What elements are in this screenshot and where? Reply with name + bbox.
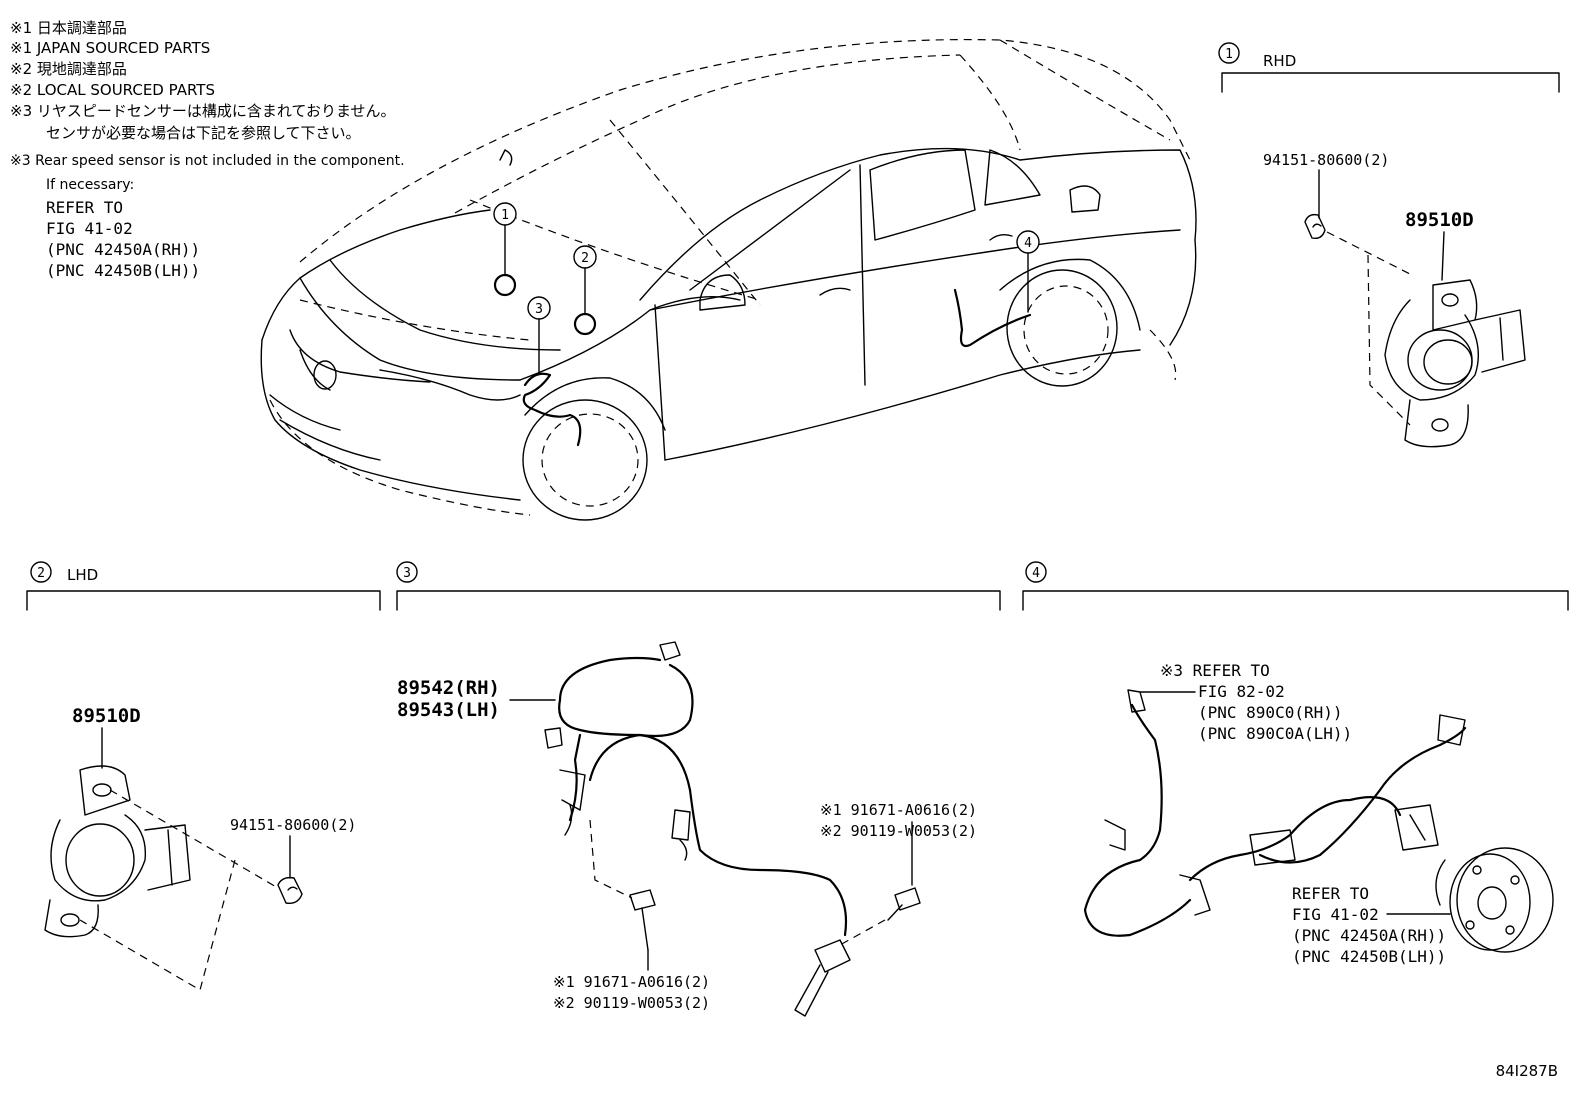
callout-number: 2 [581,251,589,266]
refer-line: (PNC 890C0A(LH)) [1198,724,1352,743]
car-overview-illustration [260,39,1197,521]
refer-line: (PNC 42450B(LH)) [1292,947,1446,966]
refer-line: FIG 82-02 [1198,682,1285,701]
figure-id: 84I287B [1496,1062,1558,1080]
section-title: RHD [1263,52,1296,70]
note-line: ※3 リヤスピードセンサーは構成に含まれておりません。 [10,102,396,120]
section-number: 3 [403,566,411,581]
note-line: ※1 日本調達部品 [10,19,127,37]
callout-number: 4 [1024,236,1032,251]
refer-line: FIG 41-02 [46,219,133,238]
section-number: 4 [1032,566,1040,581]
bolt-part-number-b2: ※2 90119-W0053(2) [553,994,710,1012]
section-title: LHD [67,566,98,584]
sensor-part-number-rh: 89542(RH) [397,677,500,699]
section-2-lhd: 2 LHD 89510D 94151-80600(2) [26,561,381,991]
note-line: センサが必要な場合は下記を参照して下さい。 [46,124,361,142]
refer-line: REFER TO [46,198,123,217]
section-number: 2 [37,566,45,581]
refer-line: (PNC 42450A(RH)) [46,240,200,259]
sensor-part-number: 89510D [72,705,141,727]
note-line: ※1 JAPAN SOURCED PARTS [10,39,210,57]
overview-callout-2: 2 [573,245,597,314]
bolt-part-number-a2: ※2 90119-W0053(2) [820,822,977,840]
refer-line: (PNC 42450A(RH)) [1292,926,1446,945]
section-3-front-speed-sensor: 3 89542(RH) 89543(LH) ※1 91671-A0616(2) … [396,561,1001,1017]
bolt-part-number: 94151-80600(2) [1263,151,1389,169]
note-line: ※2 LOCAL SOURCED PARTS [10,81,215,99]
callout-number: 1 [501,208,509,223]
note-line: ※2 現地調達部品 [10,60,127,78]
overview-callout-3: 3 [527,296,551,373]
notes-block: ※1 日本調達部品 ※1 JAPAN SOURCED PARTS ※2 現地調達… [10,19,405,280]
section-4-rear-speed-sensor: 4 ※3 REFER TO FIG 82-02 (PNC 890C0(RH)) … [1022,561,1569,966]
refer-line: (PNC 42450B(LH)) [46,261,200,280]
overview-callout-1: 1 [493,202,517,275]
bolt-part-number-a1: ※1 91671-A0616(2) [820,801,977,819]
sensor-part-number: 89510D [1405,209,1474,231]
note-line: If necessary: [46,177,134,193]
bolt-part-number: 94151-80600(2) [230,816,356,834]
section-number: 1 [1225,47,1233,62]
section-1-rhd: 1 RHD 94151-80600(2) 89510D [1218,42,1560,448]
refer-line: ※3 REFER TO [1160,661,1270,680]
bolt-part-number-b1: ※1 91671-A0616(2) [553,973,710,991]
refer-line: (PNC 890C0(RH)) [1198,703,1343,722]
callout-number: 3 [535,302,543,317]
sensor-part-number-lh: 89543(LH) [397,699,500,721]
refer-line: FIG 41-02 [1292,905,1379,924]
overview-callout-4: 4 [1016,230,1040,313]
refer-line: REFER TO [1292,884,1369,903]
note-line: ※3 Rear speed sensor is not included in … [10,153,405,169]
